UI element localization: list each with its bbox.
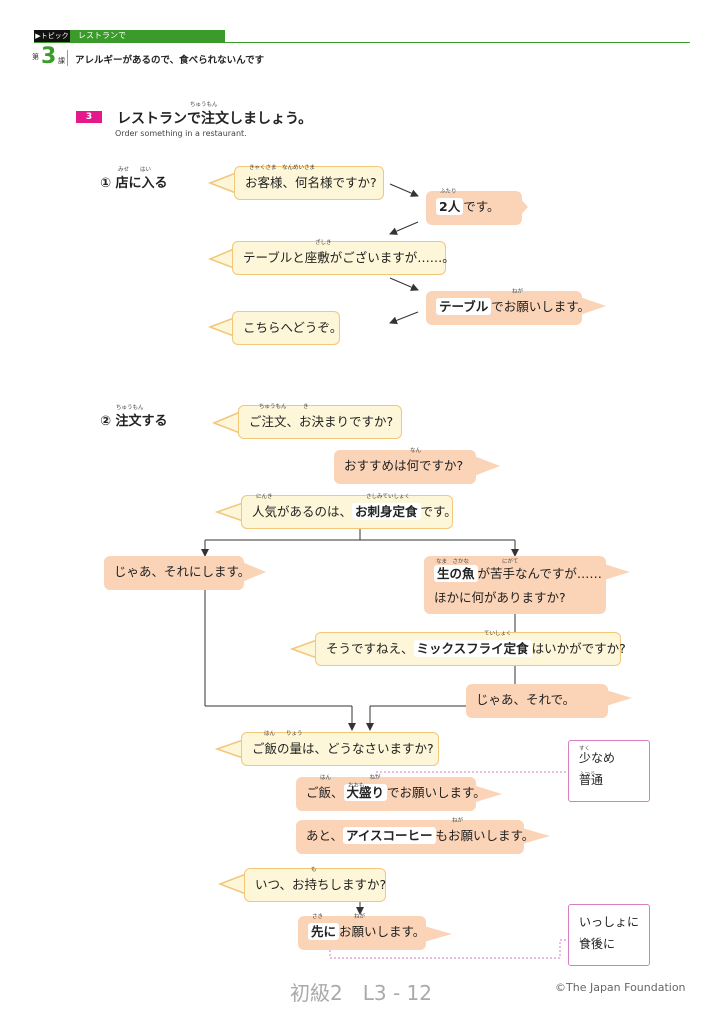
bubble-text: こちらへどうぞ。	[243, 320, 343, 335]
bubble-text: はいかがですか?	[531, 641, 626, 656]
customer-line-first: さき ねが 先にお願いします。	[298, 914, 426, 950]
customer-line-large-rice: はん ねが おおも ご飯、大盛りでお願いします。	[296, 775, 486, 811]
timing-options-note: しょくご いっしょに 食後に	[568, 904, 650, 966]
highlight: 大盛り	[343, 784, 388, 801]
bubble-text: ご飯の量は、どうなさいますか?	[252, 741, 434, 756]
rice-options-note: すく ふつう 少なめ 普通	[568, 740, 650, 802]
ruby: おおも	[348, 783, 365, 789]
ruby: はん りょう	[264, 731, 303, 737]
section-title-ruby: ちゅうもん	[190, 102, 218, 108]
section-title: レストランで注文しましょう。	[117, 111, 313, 127]
staff-line-rice-amount: はん りょう ご飯の量は、どうなさいますか?	[241, 731, 439, 766]
customer-line-recommendation: なん おすすめは何ですか?	[334, 448, 476, 484]
step2-ruby: ちゅうもん	[116, 405, 144, 411]
ruby: ざしき	[315, 240, 332, 246]
staff-line-seating: ざしき テーブルと座敷がございますが……。	[232, 240, 455, 275]
customer-line-two-people: ふたり 2人です。	[426, 189, 522, 225]
customer-line-take-that: じゃあ、それにします。	[104, 556, 250, 590]
ruby: ふたり	[440, 189, 457, 195]
bubble-text: そうですねえ、	[326, 641, 414, 656]
highlight: テーブル	[436, 298, 492, 315]
copyright: ©The Japan Foundation	[555, 981, 686, 994]
step1-ruby: みせ はい	[118, 167, 152, 173]
staff-line-guests: きゃくさま なんめいさま お客様、何名様ですか?	[234, 165, 384, 200]
lesson-prefix: 第	[32, 53, 39, 61]
ruby: ねが	[354, 914, 366, 920]
ruby: しょくご	[579, 938, 602, 944]
note-option-after-meal: 食後に	[579, 937, 616, 951]
bubble-text: じゃあ、それにします。	[114, 564, 251, 579]
ruby: にんき	[256, 494, 273, 500]
lesson-separator	[67, 50, 68, 66]
customer-line-that-one: じゃあ、それで。	[466, 684, 608, 718]
ruby: ねが	[512, 289, 524, 295]
ruby: はん ねが	[320, 775, 381, 781]
bubble-text: でお願いします。	[387, 785, 486, 800]
step1-label: ① 店に入る	[100, 176, 168, 191]
staff-line-when-to-bring: も いつ、お持ちしますか?	[244, 867, 387, 902]
highlight: お刺身定食	[352, 503, 421, 520]
bubble-text: が苦手なんですが……	[477, 566, 602, 581]
highlight: 先に	[308, 923, 340, 940]
staff-line-mixed-fry: ていしょく そうですねえ、ミックスフライ定食はいかがですか?	[315, 631, 626, 666]
lesson-suffix: 課	[58, 57, 65, 65]
topic-bar: レストランで	[70, 30, 225, 42]
staff-line-this-way: こちらへどうぞ。	[232, 311, 343, 345]
ruby: ふつう	[579, 772, 596, 778]
step2-label: ② 注文する	[100, 414, 168, 429]
bubble-text: テーブルと座敷がございますが……。	[243, 250, 455, 265]
ruby: ちゅうもん き	[259, 404, 309, 410]
ruby: すく	[579, 746, 591, 752]
line2: ほかに何がありますか?	[434, 590, 566, 605]
lesson-number: 3	[41, 44, 57, 69]
ruby: さしみていしょく	[366, 494, 411, 500]
highlight: アイスコーヒー	[343, 827, 436, 844]
bubble-text: です。	[463, 199, 500, 214]
bubble-text: お客様、何名様ですか?	[245, 175, 377, 190]
customer-line-table: ねが テーブルでお願いします。	[426, 289, 590, 325]
note-option-normal: 普通	[579, 773, 604, 787]
ruby: さき	[312, 914, 324, 920]
customer-line-iced-coffee: ねが あと、アイスコーヒーもお願いします。	[296, 818, 534, 854]
section-subtitle: Order something in a restaurant.	[115, 129, 247, 138]
bubble-text: あと、	[306, 828, 344, 843]
bubble-text: 人気があるのは、	[252, 504, 353, 519]
ruby: ていしょく	[484, 631, 512, 637]
bubble-text: おすすめは何ですか?	[344, 458, 464, 473]
section-number: 3	[76, 111, 102, 123]
ruby: なん	[410, 448, 422, 454]
staff-line-ready-to-order: ちゅうもん き ご注文、お決まりですか?	[238, 404, 402, 439]
header-divider	[34, 42, 690, 43]
bubble-text: です。	[420, 504, 457, 519]
bubble-text: ご飯、	[306, 785, 344, 800]
bubble-text: もお願いします。	[435, 828, 535, 843]
ruby: ねが	[452, 818, 464, 824]
bubble-text: いつ、お持ちしますか?	[255, 877, 387, 892]
highlight: ミックスフライ定食	[413, 640, 532, 657]
topic-tag: ▶トピック	[34, 30, 70, 42]
page-number: 初級2 L3 - 12	[290, 981, 432, 1005]
bubble-text: でお願いします。	[491, 299, 591, 314]
ruby: きゃくさま なんめいさま	[249, 165, 316, 171]
bubble-text: じゃあ、それで。	[476, 692, 576, 707]
ruby: にがて	[502, 559, 519, 565]
customer-line-raw-fish: なま さかな にがて 生の魚が苦手なんですが…… ほかに何がありますか?	[424, 556, 606, 614]
highlight: 生の魚	[434, 565, 478, 582]
lesson-title: アレルギーがあるので、食べられないんです	[75, 55, 265, 66]
ruby: も	[311, 867, 317, 873]
staff-line-popular: にんき さしみていしょく 人気があるのは、お刺身定食です。	[241, 494, 457, 529]
bubble-text: お願いします。	[339, 924, 426, 939]
highlight: 2人	[436, 198, 464, 215]
ruby: なま さかな	[436, 559, 470, 565]
note-option-together: いっしょに	[579, 915, 640, 929]
line1: 生の魚が苦手なんですが……	[434, 562, 602, 586]
note-option-less: 少なめ	[579, 751, 616, 765]
bubble-text: ご注文、お決まりですか?	[249, 414, 394, 429]
